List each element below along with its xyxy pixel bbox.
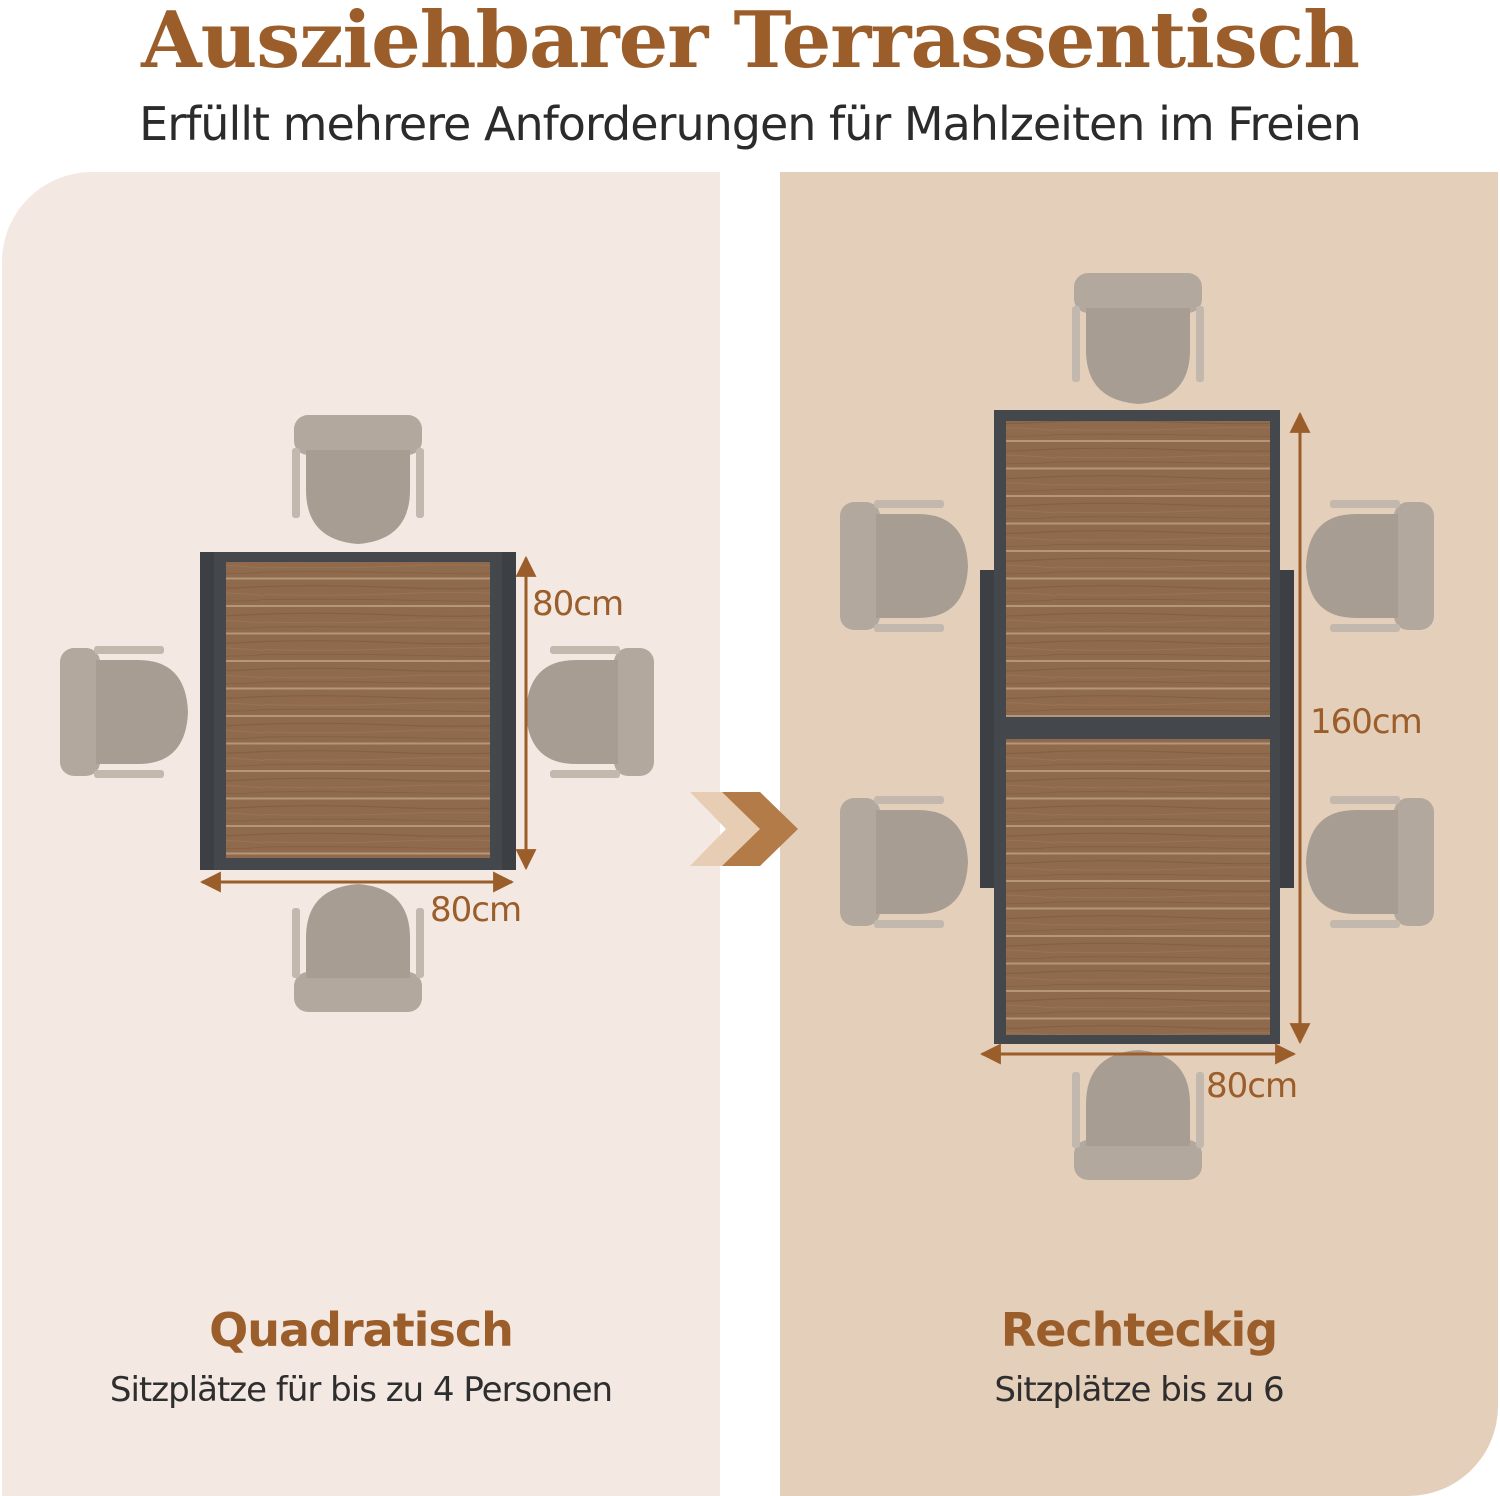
square-heading: Quadratisch [209, 1303, 514, 1357]
left-height-label: 80cm [532, 584, 624, 624]
chair-left-left-table [60, 646, 188, 778]
chair-bottom-right-table [1072, 1050, 1204, 1180]
chair-left-upper-right-table [840, 500, 968, 632]
right-width-label: 80cm [1206, 1066, 1298, 1106]
chair-top-right-table [1072, 273, 1204, 404]
right-height-label: 160cm [1310, 702, 1423, 742]
chair-right-upper-right-table [1306, 500, 1434, 632]
rectangular-table [980, 410, 1294, 1044]
square-table [200, 552, 516, 870]
page-subtitle: Erfüllt mehrere Anforderungen für Mahlze… [139, 97, 1362, 151]
chair-top-left-table [292, 415, 424, 544]
chair-bottom-left-table [292, 884, 424, 1012]
rectangular-heading: Rechteckig [1000, 1303, 1278, 1357]
chair-right-left-table [526, 646, 654, 778]
chair-left-lower-right-table [840, 796, 968, 928]
left-width-label: 80cm [430, 890, 522, 930]
rectangular-caption: Sitzplätze bis zu 6 [994, 1370, 1284, 1410]
square-caption: Sitzplätze für bis zu 4 Personen [109, 1370, 613, 1410]
chair-right-lower-right-table [1306, 796, 1434, 928]
page-title: Ausziehbarer Terrassentisch [141, 0, 1360, 86]
double-chevron-right-icon [690, 792, 798, 866]
